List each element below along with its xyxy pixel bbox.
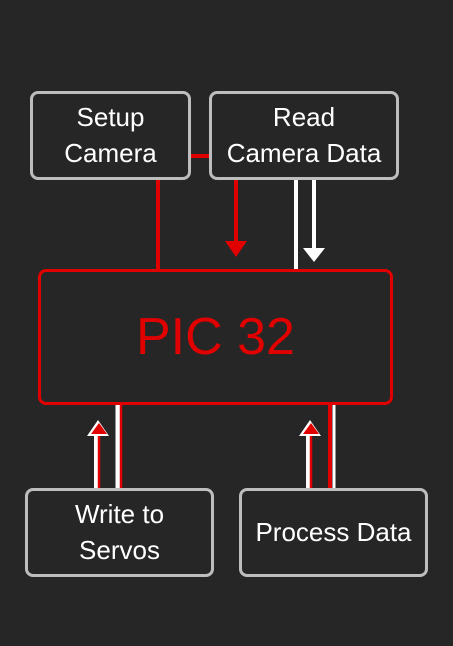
node-write-to-servos: Write to Servos: [25, 488, 214, 577]
node-setup-camera: Setup Camera: [30, 91, 191, 180]
node-read-camera-data: Read Camera Data: [209, 91, 399, 180]
pic32-label: PIC 32: [136, 308, 295, 366]
arrowhead-up-red-process: [303, 423, 319, 434]
arrowhead-down-white: [303, 248, 325, 262]
arrowhead-up-red-write: [91, 423, 107, 434]
node-process-data: Process Data: [239, 488, 428, 577]
node-pic32: PIC 32: [38, 269, 393, 405]
arrowhead-down-red: [225, 241, 247, 257]
